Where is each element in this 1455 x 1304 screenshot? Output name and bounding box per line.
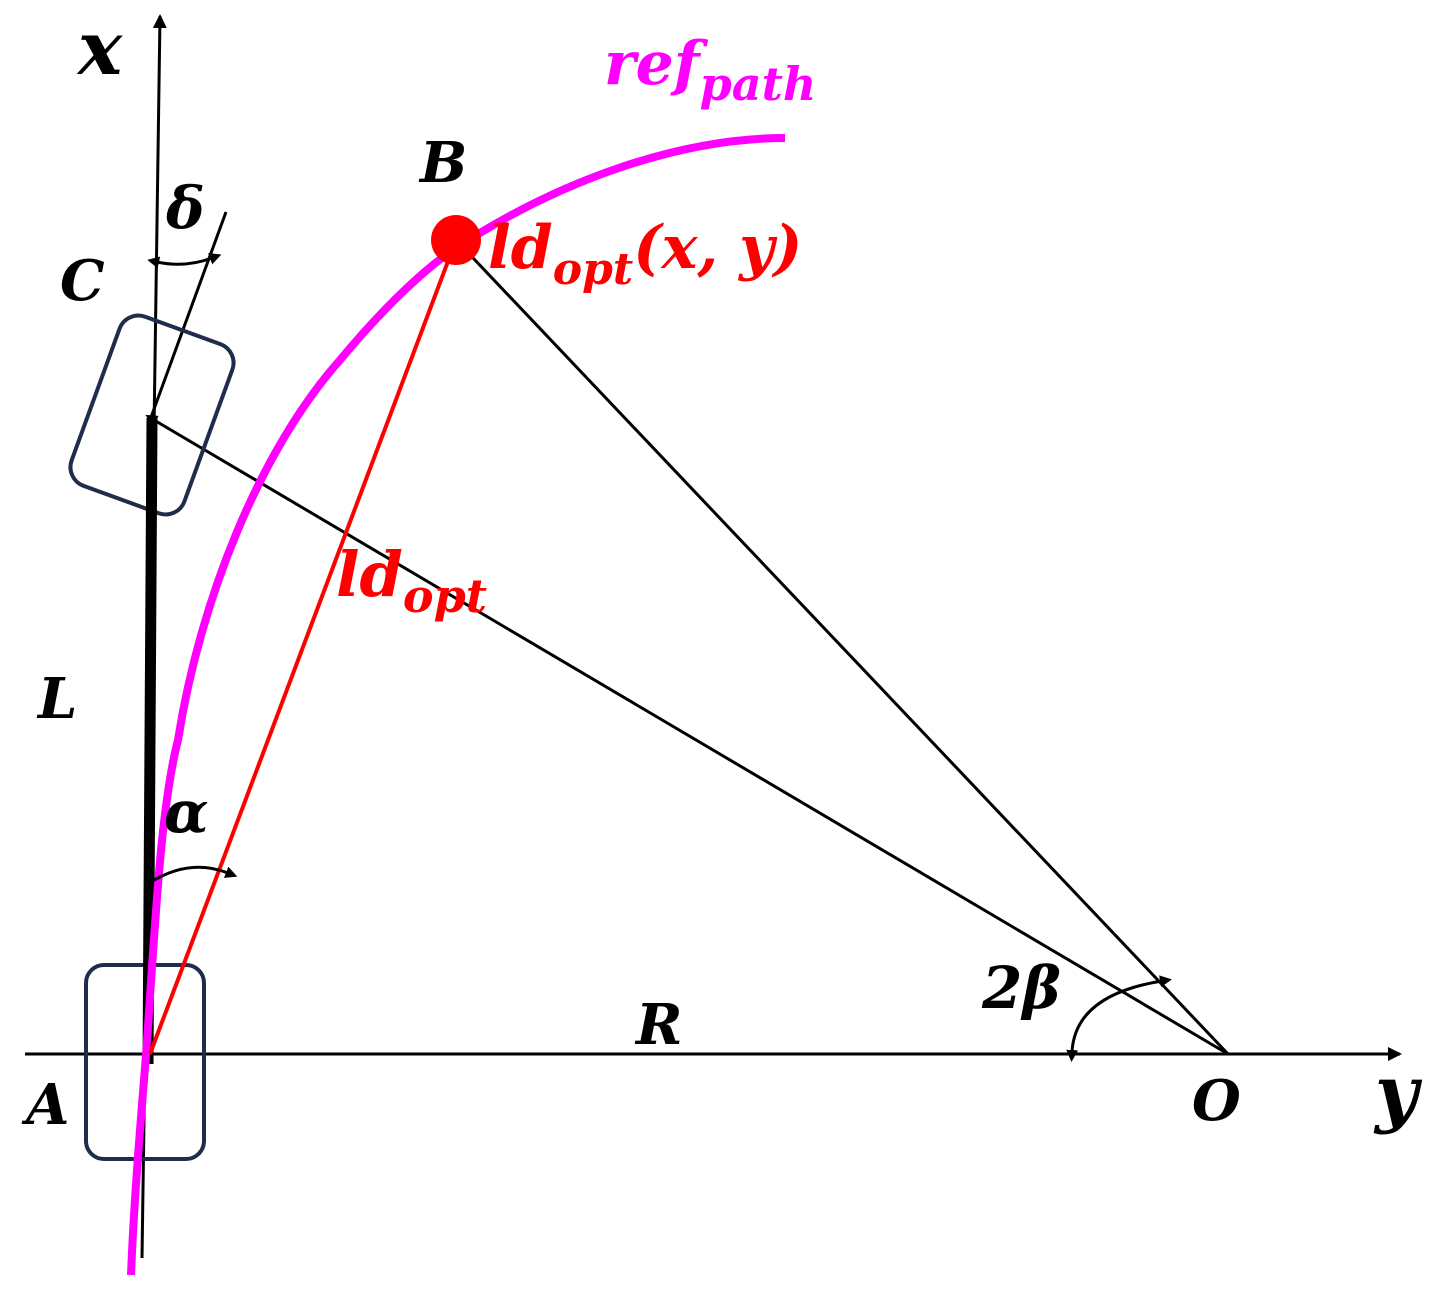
radius-line-c-o: [145, 414, 1229, 1056]
steering-direction-line: [148, 211, 228, 421]
lookahead-line: [148, 239, 458, 1055]
wheelbase-line: [142, 417, 158, 1065]
lookahead-point-b: [431, 215, 481, 265]
radius-label: R: [634, 992, 683, 1058]
lookahead-point-args: (x, y): [633, 213, 802, 283]
front-wheel: [68, 313, 236, 517]
ref-path-subscript: path: [700, 57, 817, 111]
point-a-label: A: [21, 1072, 69, 1138]
center-angle-arc: [1066, 975, 1172, 1062]
look-angle-label: α: [164, 778, 209, 846]
lookahead-label: ldopt: [336, 538, 487, 623]
y-axis-label: y: [1373, 1050, 1423, 1136]
reference-path: [127, 134, 786, 1276]
x-axis-label: x: [76, 6, 123, 92]
look-angle-arc: [150, 865, 238, 884]
radius-line-b-o: [454, 238, 1230, 1056]
steer-angle-arc: [147, 253, 222, 269]
point-o-label: O: [1192, 1068, 1241, 1134]
lookahead-point-subscript: opt: [553, 244, 633, 295]
ref-path-main: ref: [604, 29, 709, 99]
lookahead-point-label: ldopt(x, y): [488, 213, 802, 295]
center-angle-label: 2β: [981, 954, 1061, 1022]
steer-angle-label: δ: [165, 174, 205, 242]
lookahead-main: ld: [336, 538, 403, 611]
ref-path-label: refpath: [604, 29, 816, 111]
lookahead-subscript: opt: [403, 569, 487, 623]
point-b-label: B: [418, 130, 467, 196]
point-c-label: C: [60, 248, 105, 314]
wheelbase-label: L: [36, 666, 77, 732]
lookahead-point-main: ld: [488, 213, 553, 283]
